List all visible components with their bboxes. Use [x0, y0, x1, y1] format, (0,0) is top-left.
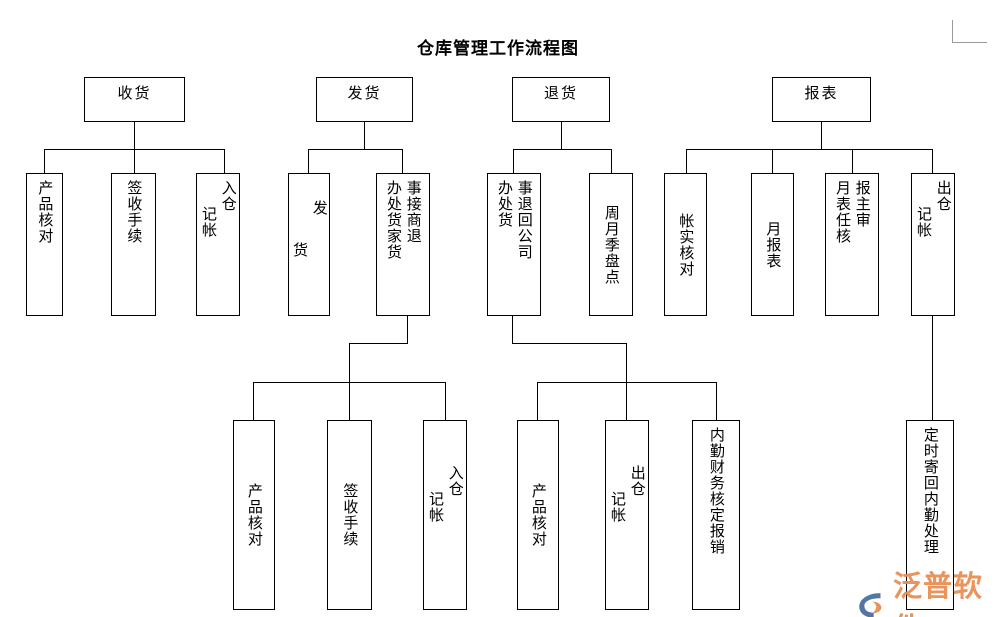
node-text-col-left: 办处货 — [496, 180, 514, 228]
node-reports[interactable]: 报表 — [772, 77, 871, 122]
node-text-col-right: 事退回公司 — [515, 180, 534, 260]
node-text-col-right: 报主审 — [853, 180, 872, 228]
node-rep-monthly[interactable]: 月报表 — [751, 173, 794, 316]
node-returns[interactable]: 退货 — [512, 77, 610, 122]
connector-shipping-stem — [364, 122, 366, 150]
connector-bottomleft-drop-1 — [253, 382, 255, 420]
connector-returns-drop-2 — [611, 149, 613, 173]
node-text-secondary: 记帐 — [915, 206, 933, 238]
node-text: 周月季盘点 — [602, 204, 621, 285]
node-ret-to-company[interactable]: 事退回公司 办处货 — [487, 173, 541, 316]
node-text: 入仓 — [219, 180, 238, 212]
node-text: 入仓 — [446, 465, 465, 497]
connector-returncompany-stem — [512, 316, 514, 344]
page-corner-mark — [952, 20, 987, 43]
connector-shipping-drop-1 — [308, 149, 310, 173]
node-b-product-check[interactable]: 产品核对 — [233, 420, 275, 610]
connector-reports-drop-1 — [686, 149, 688, 173]
connector-merchantreturn-elbow — [349, 343, 408, 345]
node-text-secondary: 记帐 — [200, 206, 218, 238]
connector-reports-stem — [821, 122, 823, 150]
node-rep-ledger-check[interactable]: 帐实核对 — [664, 173, 707, 316]
node-text: 签收手续 — [341, 483, 360, 547]
node-ret-inventory-count[interactable]: 周月季盘点 — [589, 173, 633, 316]
node-text: 产品核对 — [529, 483, 548, 547]
page-title: 仓库管理工作流程图 — [417, 39, 579, 59]
connector-returncompany-elbow — [512, 343, 627, 345]
node-text: 产品核对 — [36, 180, 55, 244]
node-text: 发 — [310, 200, 329, 216]
node-text-col-right: 事接商退 — [404, 180, 423, 244]
node-recv-signoff[interactable]: 签收手续 — [111, 173, 156, 316]
node-text: 月报表 — [764, 220, 783, 269]
connector-reports-drop-4 — [932, 149, 934, 173]
node-text-col-left: 办处货家货 — [385, 180, 403, 260]
node-text: 出仓 — [628, 465, 647, 497]
node-text: 帐实核对 — [677, 212, 696, 277]
node-text: 签收手续 — [125, 180, 144, 244]
connector-reports-bus — [686, 149, 933, 151]
connector-returns-drop-1 — [513, 149, 515, 173]
connector-receiving-drop-2 — [134, 149, 136, 173]
node-recv-product-check[interactable]: 产品核对 — [26, 173, 63, 316]
connector-bottomleft-drop-3 — [445, 382, 447, 420]
node-ship-merchant-return[interactable]: 事接商退 办处货家货 — [376, 173, 430, 316]
node-b-signoff[interactable]: 签收手续 — [327, 420, 372, 610]
node-rep-outstock-ledger[interactable]: 出仓 记帐 — [911, 173, 955, 316]
node-text: 出仓 — [934, 180, 953, 212]
node-text-secondary: 记帐 — [427, 491, 445, 523]
connector-receiving-stem — [134, 122, 136, 150]
connector-receiving-drop-3 — [224, 149, 226, 173]
node-recv-instock-ledger[interactable]: 入仓 记帐 — [196, 173, 240, 316]
connector-returns-stem — [561, 122, 563, 150]
connector-shipping-drop-2 — [402, 149, 404, 173]
connector-merchantreturn-stem — [407, 316, 409, 344]
node-c-outstock-ledger[interactable]: 出仓 记帐 — [605, 420, 649, 610]
connector-returns-bus — [513, 149, 612, 151]
node-d-mail-back[interactable]: 定时寄回内勤处理 — [906, 420, 954, 610]
connector-bottommiddle-drop-3 — [716, 382, 718, 420]
node-c-finance-reimb[interactable]: 内勤财务核定报销 — [692, 420, 740, 610]
node-text-secondary: 货 — [291, 242, 309, 258]
node-rep-director-audit[interactable]: 报主审 月表任核 — [825, 173, 879, 316]
node-text: 产品核对 — [245, 483, 264, 547]
node-text-secondary: 记帐 — [609, 491, 627, 523]
fanpu-logo-icon — [859, 593, 882, 617]
connector-bottommiddle-drop-2 — [626, 382, 628, 420]
connector-receiving-drop-1 — [44, 149, 46, 173]
connector-shipping-bus — [308, 149, 403, 151]
node-receiving[interactable]: 收货 — [84, 77, 185, 122]
connector-bottommiddle-drop-1 — [537, 382, 539, 420]
connector-returncompany-riser — [626, 343, 628, 383]
node-shipping[interactable]: 发货 — [316, 77, 413, 122]
node-ship-deliver[interactable]: 发 货 — [288, 173, 330, 316]
connector-reports-drop-2 — [772, 149, 774, 173]
node-text: 内勤财务核定报销 — [707, 427, 726, 555]
node-text-col-left: 月表任核 — [834, 180, 852, 244]
connector-merchantreturn-riser — [349, 343, 351, 383]
node-b-instock-ledger[interactable]: 入仓 记帐 — [423, 420, 467, 610]
node-c-product-check[interactable]: 产品核对 — [517, 420, 559, 610]
connector-reports-drop-3 — [852, 149, 854, 173]
connector-outstock-to-mailback — [932, 316, 934, 420]
connector-bottomleft-drop-2 — [349, 382, 351, 420]
node-text: 定时寄回内勤处理 — [921, 427, 940, 555]
